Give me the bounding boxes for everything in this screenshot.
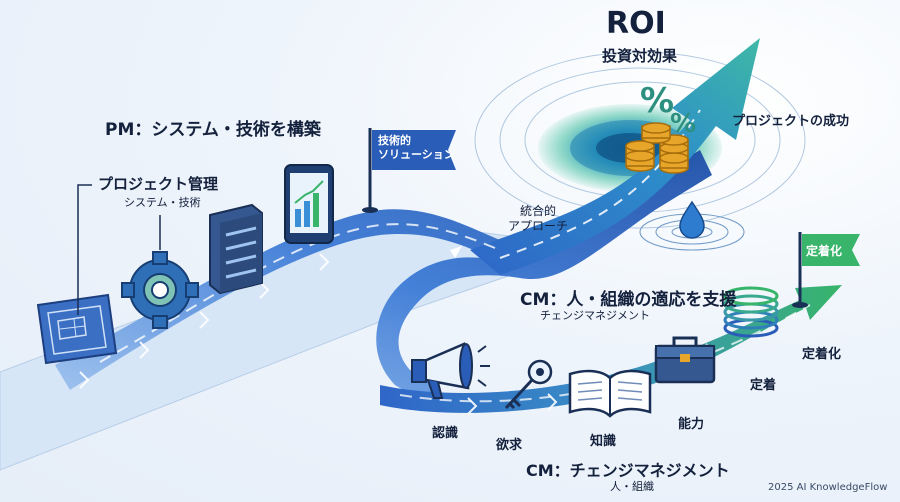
- server-icon: [209, 203, 263, 295]
- flag-icon: [792, 232, 860, 308]
- key-icon: [504, 359, 553, 410]
- cm-top-sub: チェンジマネジメント: [540, 309, 650, 322]
- stage-label: 認識: [432, 426, 459, 441]
- pm-chevrons: [79, 253, 330, 389]
- flag-icon: [362, 128, 456, 213]
- stage-label: 定着: [750, 378, 777, 393]
- stage-label: 能力: [678, 417, 705, 432]
- roi-subtitle: 投資対効果: [602, 47, 678, 65]
- blueprint-icon: [36, 293, 118, 365]
- footer-credit: 2025 AI KnowledgeFlow: [768, 482, 888, 493]
- stage-label: 定着化: [802, 347, 842, 362]
- flag-fix-label: 定着化: [806, 244, 843, 258]
- stage-label: 知識: [590, 434, 617, 449]
- water-drop-icon: [679, 200, 705, 239]
- percent-icon: %: [640, 81, 674, 121]
- coins-icon: [625, 122, 689, 174]
- phone-chart-icon: [284, 164, 334, 244]
- stage-label: 欲求: [496, 438, 523, 453]
- roi-arrow: [470, 38, 760, 275]
- integrated-approach: 統合的 アプローチ: [508, 204, 569, 233]
- pm-box-subtitle: システム・技術: [124, 196, 201, 209]
- project-success: プロジェクトの成功: [732, 114, 850, 129]
- gear-icon: [121, 251, 199, 329]
- toolbox-icon: [654, 336, 716, 384]
- pm-heading: PM：システム・技術を構築: [105, 120, 321, 140]
- cm-bottom-sub: 人・組織: [610, 480, 654, 493]
- megaphone-icon: [411, 342, 490, 399]
- pm-leader-lines: [77, 184, 161, 315]
- spring-coil-icon: [723, 286, 779, 338]
- roi-title: ROI: [606, 6, 666, 41]
- pm-box-title: プロジェクト管理: [98, 175, 219, 193]
- main-road: [55, 150, 712, 400]
- cm-top-heading: CM：人・組織の適応を支援: [520, 290, 737, 310]
- svg-text:%: %: [670, 109, 696, 139]
- flag-tech-label: 技術的 ソリューション: [378, 134, 455, 161]
- cm-bottom-heading: CM：チェンジマネジメント: [526, 461, 730, 480]
- book-icon: [568, 369, 652, 418]
